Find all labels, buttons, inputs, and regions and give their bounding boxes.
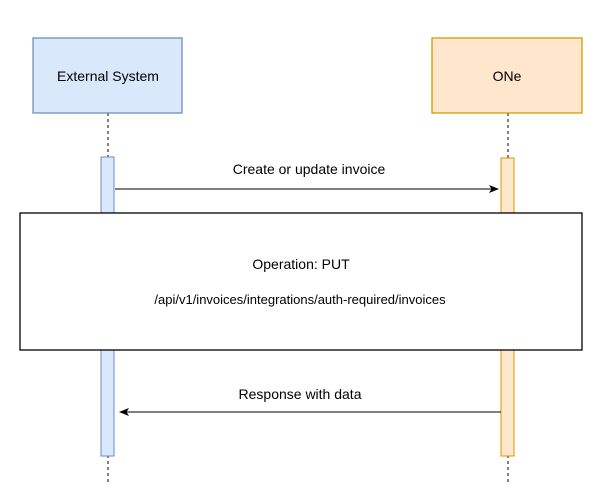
- participant-label-one: ONe: [492, 68, 522, 84]
- response-message-label: Response with data: [238, 386, 362, 402]
- participant-box-external-system: [32, 37, 183, 114]
- operation-endpoint-text: /api/v1/invoices/integrations/auth-requi…: [154, 292, 446, 307]
- participant-label-external-system: External System: [57, 68, 159, 84]
- operation-note-box: [19, 212, 583, 351]
- request-message-label: Create or update invoice: [232, 161, 386, 177]
- operation-method-text: Operation: PUT: [252, 256, 350, 272]
- participant-box-one: [431, 37, 583, 114]
